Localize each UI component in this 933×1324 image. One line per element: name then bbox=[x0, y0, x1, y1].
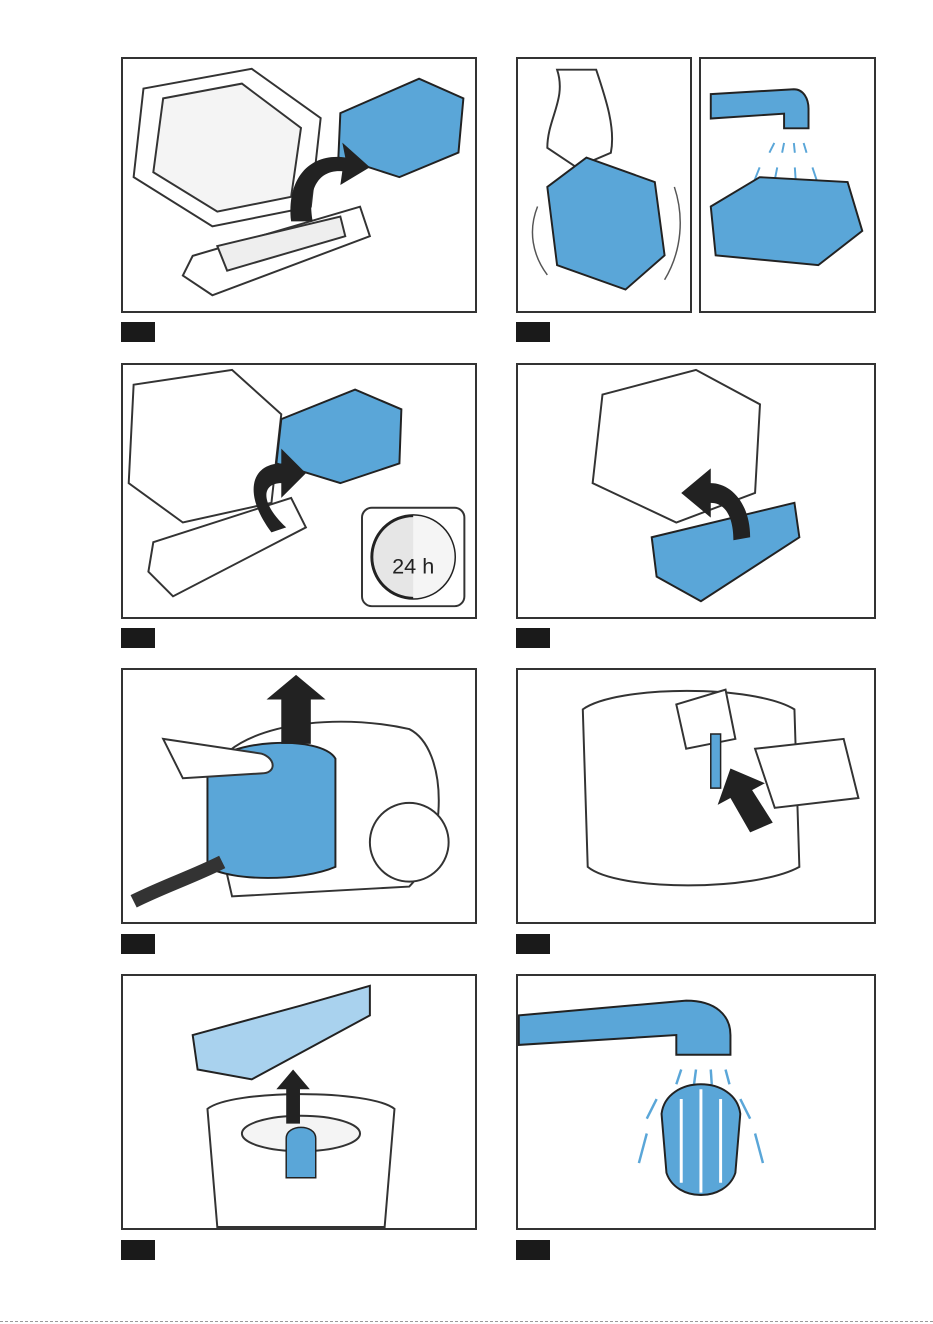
filter-drying-illustration: 24 h bbox=[123, 365, 475, 617]
timer-label: 24 h bbox=[392, 554, 434, 579]
lid-unlocking-illustration bbox=[518, 670, 874, 922]
step-tag bbox=[121, 628, 155, 648]
panel-insert-removal bbox=[121, 974, 477, 1230]
step-tag bbox=[516, 628, 550, 648]
panel-lid-closing bbox=[516, 363, 876, 619]
tap-icon bbox=[519, 1001, 731, 1055]
filter-wash-illustration bbox=[701, 59, 874, 311]
panel-filter-removal bbox=[121, 57, 477, 313]
panel-filter-drying: 24 h bbox=[121, 363, 477, 619]
step-tag bbox=[121, 1240, 155, 1260]
panel-container-removal bbox=[121, 668, 477, 924]
panel-insert-rinsing bbox=[516, 974, 876, 1230]
panel-filter-wash bbox=[699, 57, 876, 313]
panel-filter-rinsing bbox=[516, 57, 692, 313]
container-removal-illustration bbox=[123, 670, 475, 922]
step-tag bbox=[121, 934, 155, 954]
cut-line bbox=[0, 1321, 933, 1322]
panel-lid-unlocking bbox=[516, 668, 876, 924]
water-spray-icon bbox=[754, 143, 818, 182]
hand-icon bbox=[755, 739, 858, 808]
step-tag bbox=[516, 322, 550, 342]
step-tag bbox=[121, 322, 155, 342]
filter-sponge-icon bbox=[547, 158, 664, 290]
tap-icon bbox=[711, 89, 809, 128]
hand-icon bbox=[547, 70, 612, 168]
lid-closing-illustration bbox=[518, 365, 874, 617]
insert-rinsing-illustration bbox=[518, 976, 874, 1228]
filter-removal-illustration bbox=[123, 59, 475, 311]
step-tag bbox=[516, 934, 550, 954]
filter-shake-illustration bbox=[518, 59, 690, 311]
step-tag bbox=[516, 1240, 550, 1260]
insert-removal-illustration bbox=[123, 976, 475, 1228]
